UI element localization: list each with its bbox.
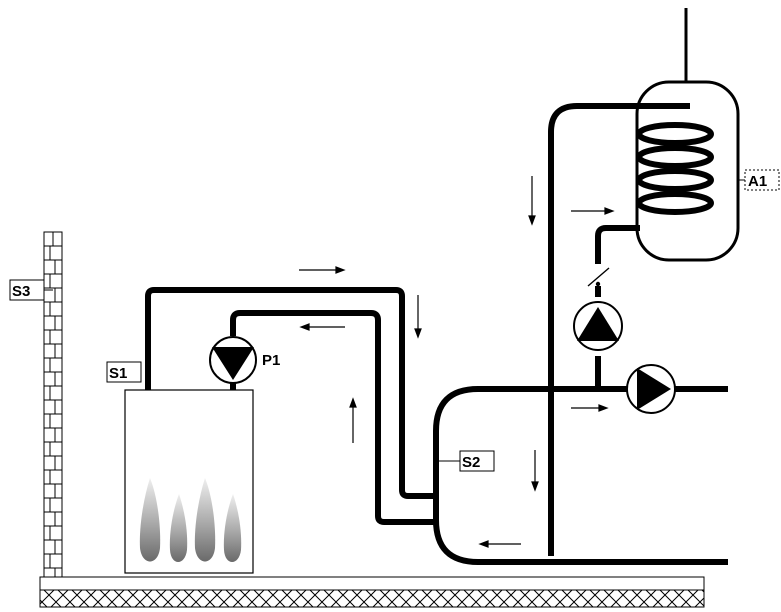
boiler-loop-pipes — [145, 287, 436, 525]
pump-icon — [209, 336, 257, 384]
buffer-vessel — [433, 386, 728, 565]
flow-arrow-icon — [299, 176, 615, 548]
wall — [43, 231, 63, 578]
heating-coil — [636, 122, 714, 215]
check-valve-icon — [587, 267, 610, 287]
flame-icon — [139, 478, 242, 562]
label-s2: S2 — [462, 454, 480, 471]
boiler — [124, 389, 254, 574]
circuit-pump-icon — [626, 364, 676, 414]
secondary-circuit-pipes — [548, 103, 690, 556]
label-boxes — [9, 169, 780, 472]
label-a1: A1 — [748, 173, 767, 190]
floor — [39, 576, 705, 608]
label-s1: S1 — [109, 365, 127, 382]
dhw-tank — [635, 8, 740, 262]
dhw-pump-icon — [573, 301, 623, 351]
label-s3: S3 — [12, 283, 30, 300]
label-p1: P1 — [262, 352, 280, 369]
